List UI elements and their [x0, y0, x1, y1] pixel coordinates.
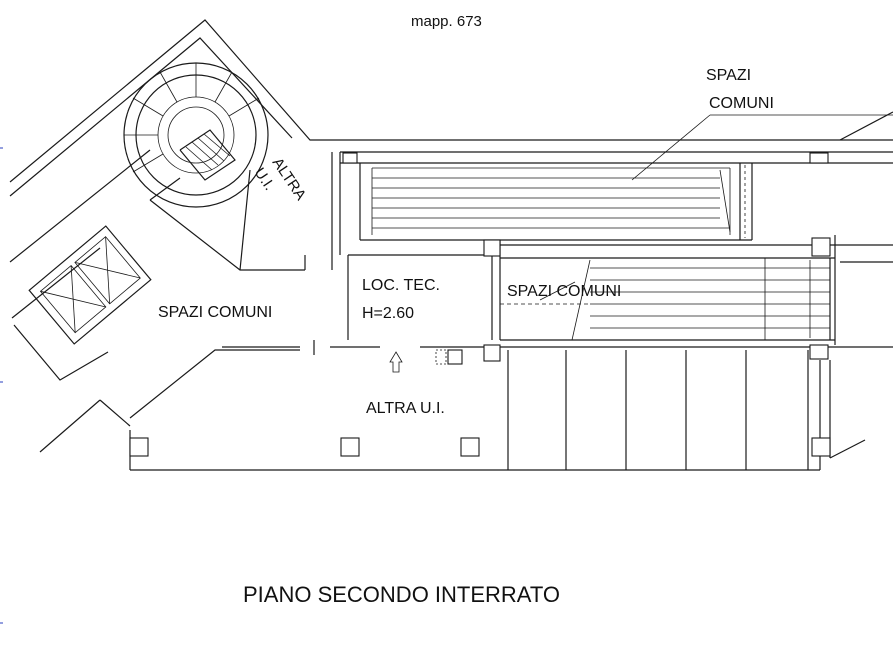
altra-ui-diagonal-label: ALTRA U.I. — [251, 155, 310, 204]
spazi-comuni-top-line1: SPAZI — [706, 67, 751, 84]
spazi-comuni-top-line2: COMUNI — [709, 95, 774, 112]
parcel-label: mapp. 673 — [411, 13, 482, 30]
spiral-stair — [123, 62, 269, 208]
plan-title: PIANO SECONDO INTERRATO — [243, 582, 560, 607]
elevators — [28, 225, 152, 345]
diagonal-wing — [9, 19, 893, 453]
loc-tec-height: H=2.60 — [362, 305, 414, 322]
altra-ui-bottom-label: ALTRA U.I. — [366, 400, 445, 417]
lower-ramp — [500, 258, 830, 341]
entry-arrow-icon — [389, 351, 403, 373]
spazi-comuni-left-label: SPAZI COMUNI — [158, 304, 272, 321]
upper-ramp — [371, 114, 893, 238]
loc-tec-label: LOC. TEC. — [362, 277, 440, 294]
edge-markers — [0, 147, 3, 624]
columns — [129, 152, 831, 457]
spazi-comuni-center-label: SPAZI COMUNI — [507, 283, 621, 300]
